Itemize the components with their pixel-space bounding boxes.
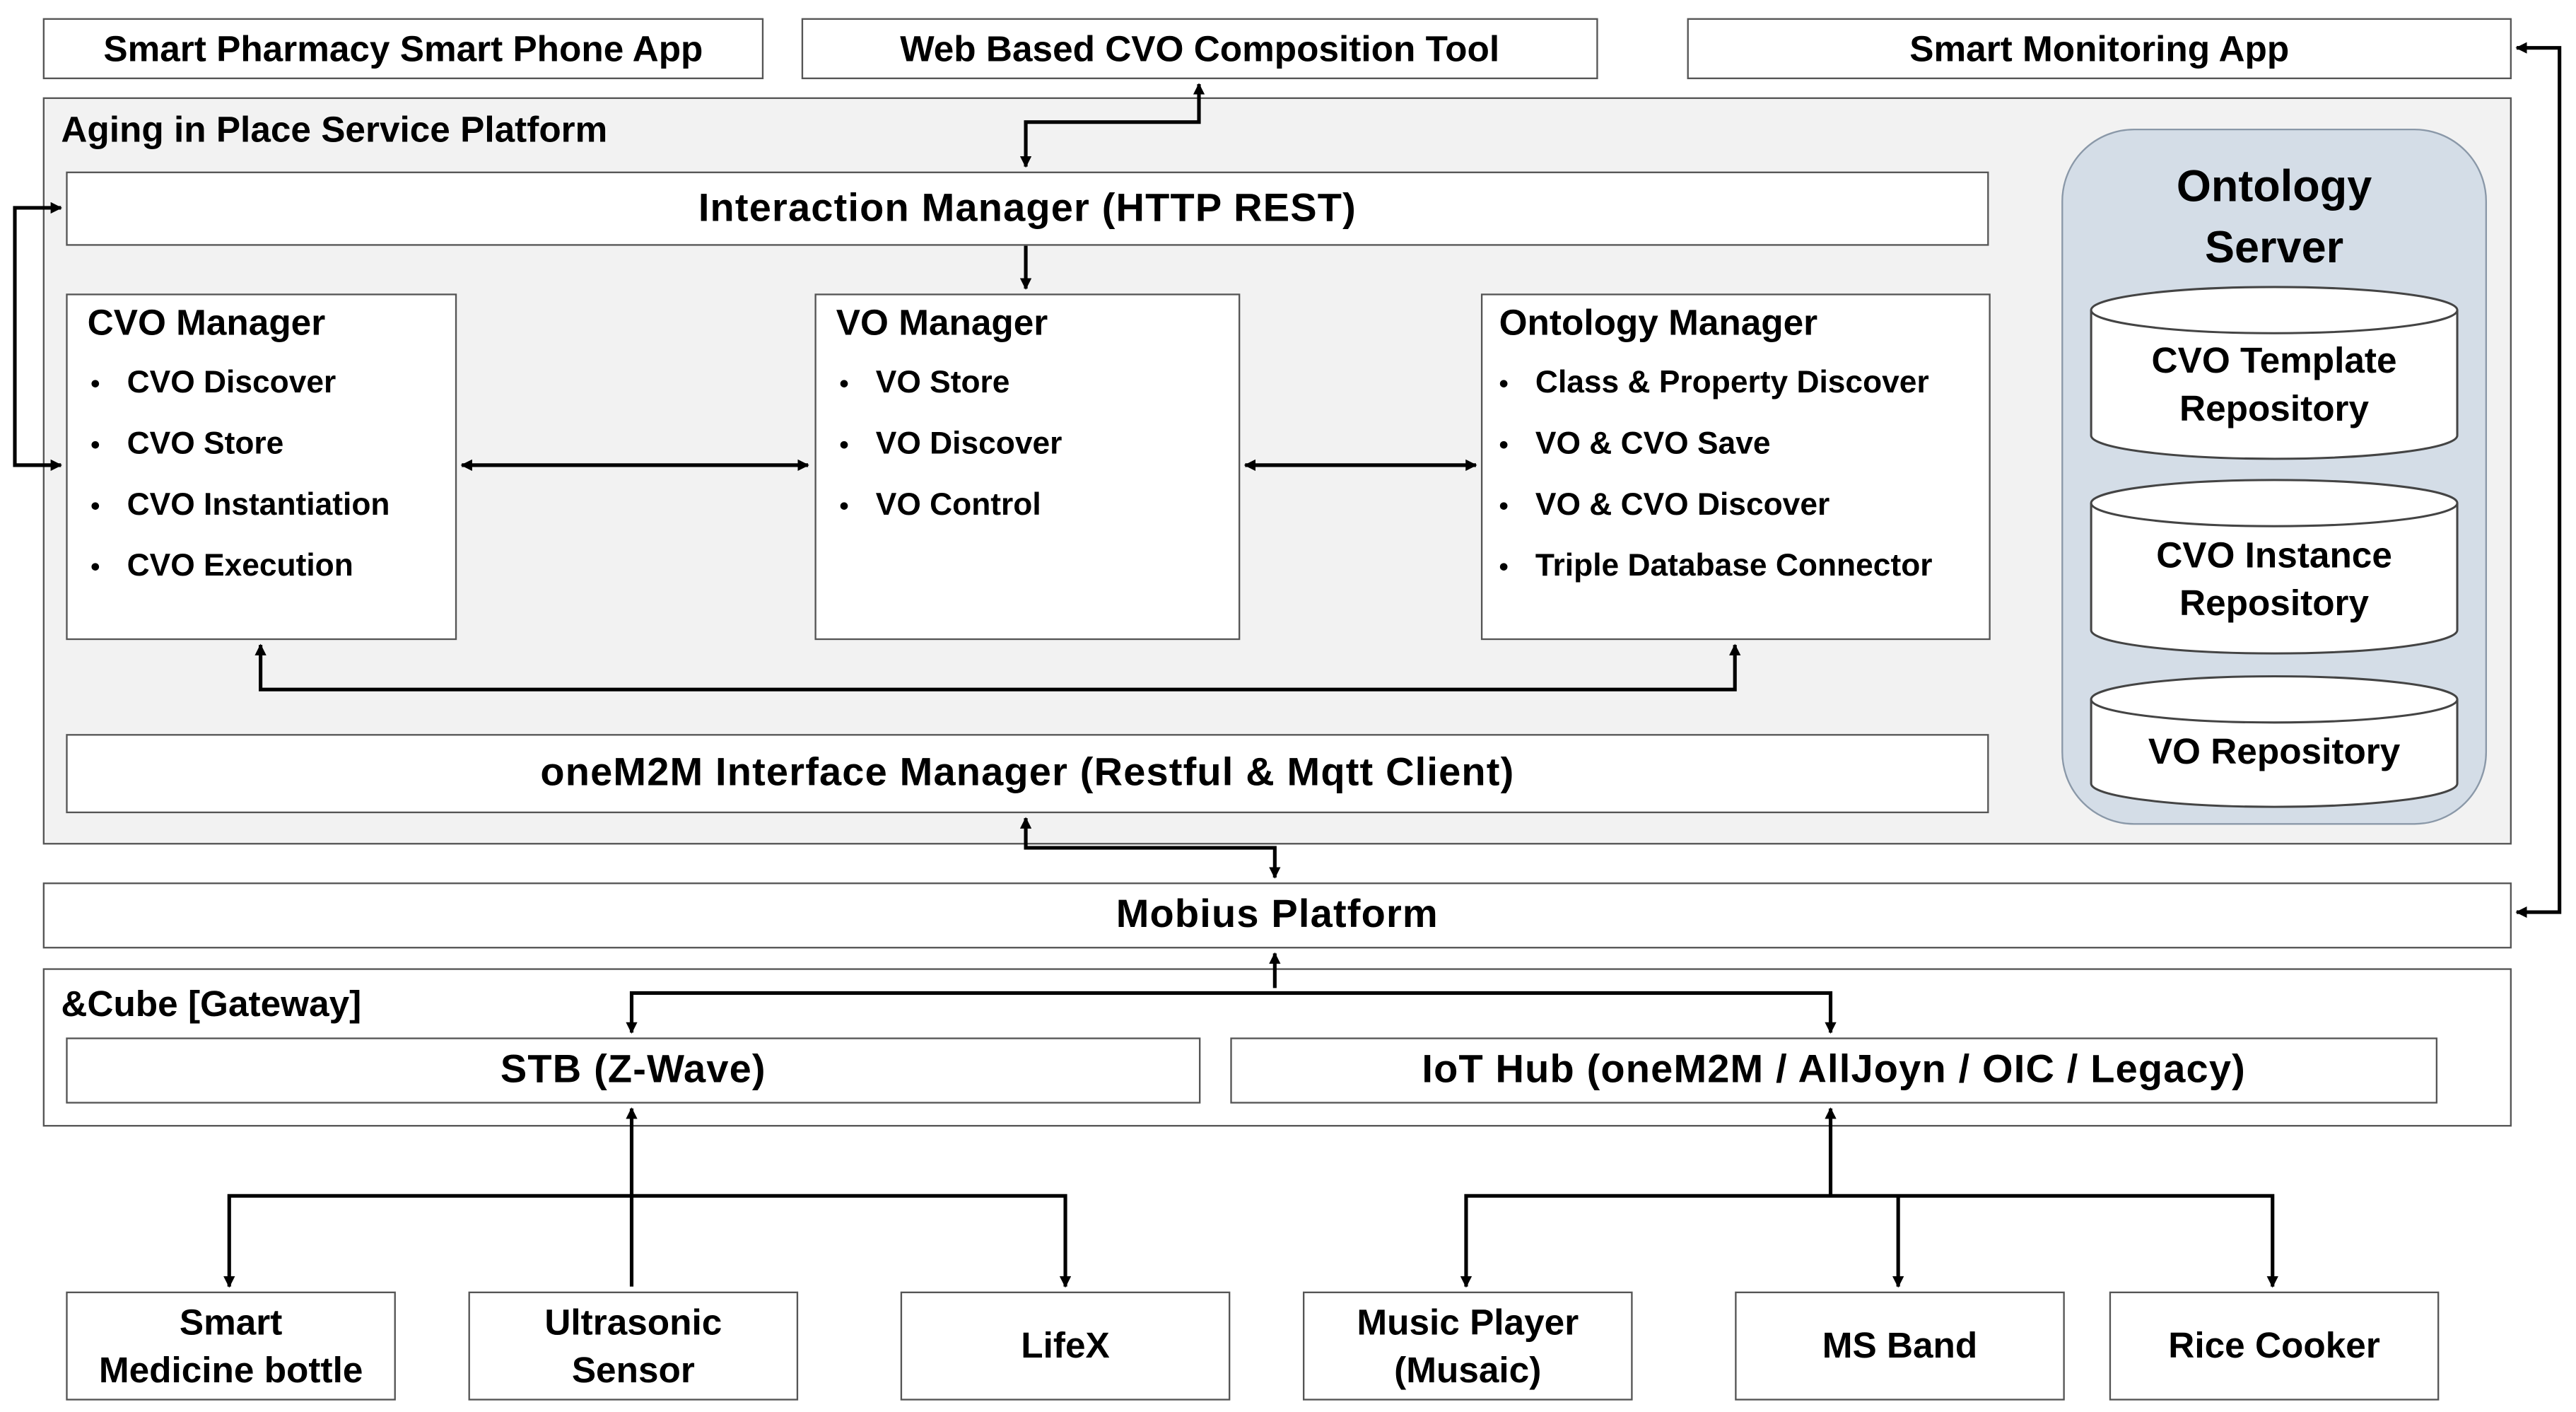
onem2m-mobius-arrow xyxy=(1019,817,1281,879)
list-item: •VO Store xyxy=(839,366,1010,401)
ontology-manager-box: Ontology Manager •Class & Property Disco… xyxy=(1480,293,1991,641)
gateway-split-line xyxy=(626,991,1837,1034)
list-item: •CVO Store xyxy=(90,427,284,462)
cvo-instance-repository-label: CVO Instance Repository xyxy=(2156,534,2392,624)
stb-box: STB (Z-Wave) xyxy=(66,1037,1201,1104)
mobius-platform-label: Mobius Platform xyxy=(1116,892,1439,938)
vo-manager-list: •VO Store •VO Discover •VO Control xyxy=(839,361,1062,544)
smart-monitoring-app-label: Smart Monitoring App xyxy=(1909,27,2290,69)
list-item: •VO Discover xyxy=(839,427,1062,462)
iot-hub-box: IoT Hub (oneM2M / AllJoyn / OIC / Legacy… xyxy=(1230,1037,2438,1104)
music-player-label: Music Player (Musaic) xyxy=(1357,1301,1579,1391)
ms-band-box: MS Band xyxy=(1735,1291,2065,1401)
cvo-manager-box: CVO Manager •CVO Discover •CVO Store •CV… xyxy=(66,293,457,641)
smart-medicine-bottle-box: Smart Medicine bottle xyxy=(66,1291,396,1401)
list-item: •Class & Property Discover xyxy=(1499,366,1929,401)
lifex-label: LifeX xyxy=(1021,1324,1110,1366)
ultrasonic-sensor-box: Ultrasonic Sensor xyxy=(468,1291,799,1401)
iot-hub-label: IoT Hub (oneM2M / AllJoyn / OIC / Legacy… xyxy=(1422,1047,2247,1092)
interaction-manager-box: Interaction Manager (HTTP REST) xyxy=(66,171,1989,246)
onem2m-interface-manager-box: oneM2M Interface Manager (Restful & Mqtt… xyxy=(66,734,1989,814)
cvo-template-repository-cylinder xyxy=(2090,286,2459,460)
smart-medicine-bottle-label: Smart Medicine bottle xyxy=(98,1301,363,1391)
cvo-interaction-loop-arrow xyxy=(13,202,62,472)
cvo-ontology-loop-arrow xyxy=(254,643,1741,692)
lifex-box: LifeX xyxy=(900,1291,1231,1401)
cvo-instance-repository-cylinder xyxy=(2090,479,2459,655)
vo-repository-label: VO Repository xyxy=(2148,730,2401,771)
monitoring-mobius-arrow xyxy=(2515,42,2562,918)
list-item: •VO & CVO Save xyxy=(1499,427,1771,462)
list-item: •Triple Database Connector xyxy=(1499,549,1933,584)
music-player-box: Music Player (Musaic) xyxy=(1302,1291,1633,1401)
smart-monitoring-app-box: Smart Monitoring App xyxy=(1687,18,2512,79)
iot-device-branch xyxy=(1460,1194,2278,1288)
list-item: •VO Control xyxy=(839,488,1041,523)
list-item: •VO & CVO Discover xyxy=(1499,488,1830,523)
gateway-title: &Cube [Gateway] xyxy=(61,983,362,1025)
stb-label: STB (Z-Wave) xyxy=(500,1047,766,1092)
cvo-composition-tool-label: Web Based CVO Composition Tool xyxy=(900,27,1500,69)
interaction-manager-label: Interaction Manager (HTTP REST) xyxy=(698,185,1357,231)
platform-title: Aging in Place Service Platform xyxy=(61,108,608,151)
stb-device-branch xyxy=(223,1194,1072,1288)
list-item: •CVO Execution xyxy=(90,549,353,584)
ontology-manager-title: Ontology Manager xyxy=(1499,301,1818,344)
smart-pharmacy-app-box: Smart Pharmacy Smart Phone App xyxy=(42,18,764,79)
cvo-template-repository-label: CVO Template Repository xyxy=(2151,339,2397,429)
ontology-server-title: Ontology Server xyxy=(2176,161,2372,272)
mobius-platform-box: Mobius Platform xyxy=(42,882,2512,949)
ontology-manager-list: •Class & Property Discover •VO & CVO Sav… xyxy=(1499,361,1933,605)
tool-to-interaction-arrow xyxy=(1019,83,1205,168)
vo-repository-cylinder xyxy=(2090,675,2459,808)
cvo-manager-title: CVO Manager xyxy=(87,301,326,344)
list-item: •CVO Discover xyxy=(90,366,336,401)
smart-pharmacy-app-label: Smart Pharmacy Smart Phone App xyxy=(103,27,703,69)
cvo-composition-tool-box: Web Based CVO Composition Tool xyxy=(801,18,1598,79)
ultrasonic-sensor-label: Ultrasonic Sensor xyxy=(544,1301,722,1391)
cvo-manager-list: •CVO Discover •CVO Store •CVO Instantiat… xyxy=(90,361,390,605)
rice-cooker-label: Rice Cooker xyxy=(2168,1324,2380,1366)
rice-cooker-box: Rice Cooker xyxy=(2109,1291,2440,1401)
vo-manager-box: VO Manager •VO Store •VO Discover •VO Co… xyxy=(814,293,1241,641)
ms-band-label: MS Band xyxy=(1822,1324,1978,1366)
onem2m-interface-manager-label: oneM2M Interface Manager (Restful & Mqtt… xyxy=(540,750,1515,795)
list-item: •CVO Instantiation xyxy=(90,488,390,523)
vo-manager-title: VO Manager xyxy=(836,301,1048,344)
